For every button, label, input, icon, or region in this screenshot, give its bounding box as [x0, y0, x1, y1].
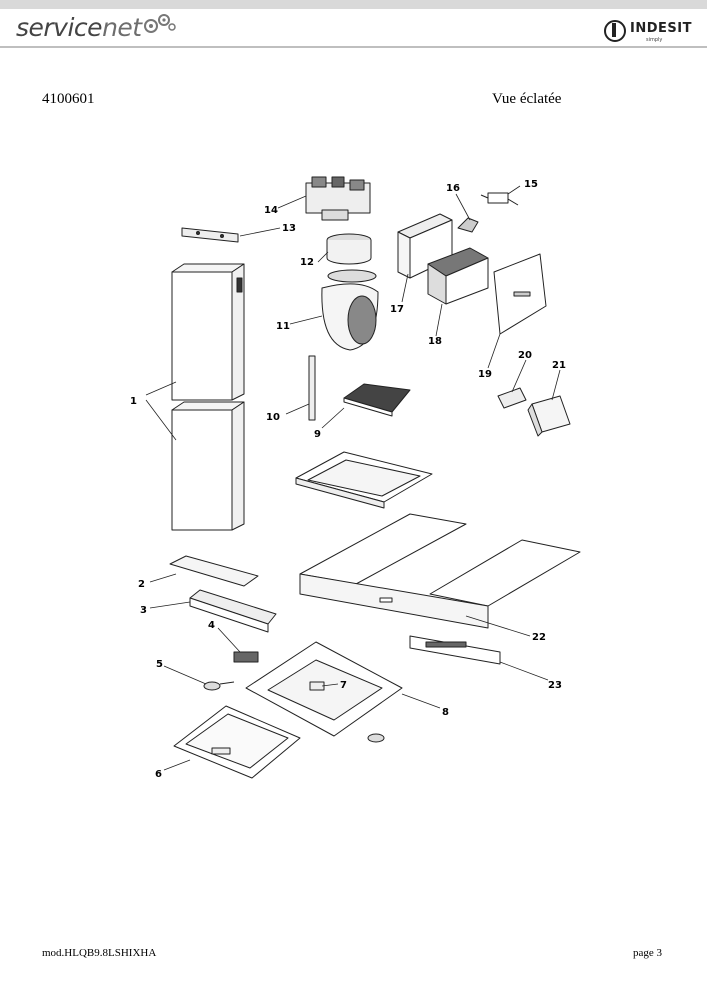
label-part-20: 20 — [518, 350, 532, 361]
label-part-8: 8 — [442, 707, 449, 718]
label-part-18: 18 — [428, 336, 442, 347]
part-16-clip — [457, 217, 479, 233]
part-13-bracket — [181, 227, 239, 243]
logo-i-mark — [612, 23, 616, 37]
part-14-blower-housing — [305, 176, 371, 221]
logo-circle-icon — [604, 20, 626, 42]
filter-frame — [295, 451, 433, 509]
part-19-mounting-plate — [493, 253, 547, 335]
label-part-15: 15 — [524, 179, 538, 190]
label-part-4: 4 — [208, 620, 215, 631]
label-part-22: 22 — [532, 632, 546, 643]
label-part-16: 16 — [446, 183, 460, 194]
document-code: 4100601 — [42, 91, 95, 107]
label-part-23: 23 — [548, 680, 562, 691]
label-part-7: 7 — [340, 680, 347, 691]
part-lamp-bottom — [367, 733, 385, 743]
label-part-6: 6 — [155, 769, 162, 780]
part-10-strip — [308, 355, 316, 421]
part-17-electrical-box — [397, 213, 453, 279]
part-9-grease-filter — [343, 383, 411, 417]
brand-service: service — [16, 13, 103, 42]
logo-subtext: simply — [646, 37, 663, 43]
part-22-canopy — [299, 513, 581, 629]
label-part-14: 14 — [264, 205, 278, 216]
part-21-transformer — [527, 395, 571, 437]
part-23-control-panel — [409, 635, 501, 665]
label-part-3: 3 — [140, 605, 147, 616]
part-15-cable — [480, 192, 519, 206]
label-part-21: 21 — [552, 360, 566, 371]
servicenet-logo: servicenet — [16, 13, 142, 42]
label-part-13: 13 — [282, 223, 296, 234]
part-1-chimney — [171, 263, 245, 531]
label-part-2: 2 — [138, 579, 145, 590]
label-part-1: 1 — [130, 396, 137, 407]
label-part-9: 9 — [314, 429, 321, 440]
gears-icon — [144, 14, 176, 33]
part-20-switch — [497, 387, 527, 409]
logo-text: INDESIT — [630, 21, 692, 36]
part-2-deflector — [169, 555, 259, 587]
brand-net: net — [102, 13, 142, 42]
label-part-11: 11 — [276, 321, 290, 332]
part-18-control-unit — [427, 247, 489, 305]
header-top-bar — [0, 0, 707, 9]
label-part-19: 19 — [478, 369, 492, 380]
part-6-filter-grid — [173, 705, 301, 779]
label-part-10: 10 — [266, 412, 280, 423]
part-12-collar — [326, 233, 372, 265]
label-part-12: 12 — [300, 257, 314, 268]
part-3-channel — [189, 589, 277, 633]
footer-page-number: page 3 — [633, 947, 663, 959]
part-5-lamp — [203, 681, 235, 691]
part-11-motor — [321, 269, 379, 351]
label-part-5: 5 — [156, 659, 163, 670]
footer-model: mod.HLQB9.8LSHIXHA — [42, 947, 157, 959]
header-divider — [0, 46, 707, 48]
part-4-connector — [233, 651, 259, 663]
part-7-lamp-holder — [309, 681, 325, 691]
view-title: Vue éclatée — [492, 91, 562, 107]
label-part-17: 17 — [390, 304, 404, 315]
